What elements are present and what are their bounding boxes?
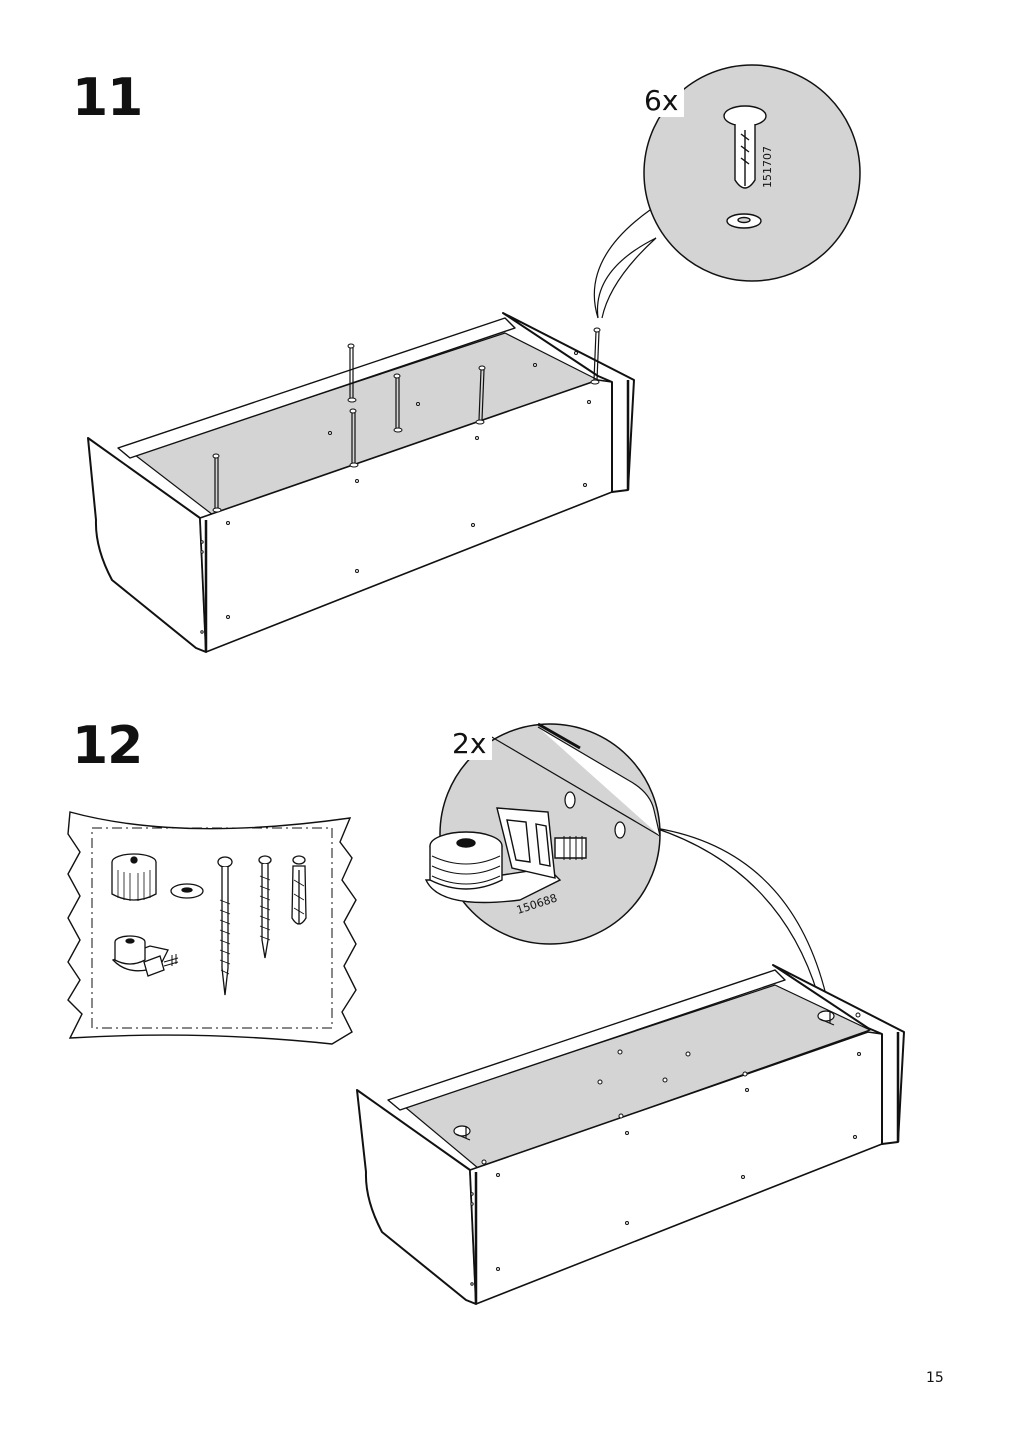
step-11-callout: 151707 (593, 64, 861, 319)
leveling-foot-icon (424, 807, 587, 904)
page-number: 15 (926, 1370, 944, 1386)
long-screw-icon (217, 856, 233, 996)
part-number-151707: 151707 (761, 146, 774, 188)
step-11-quantity: 6x (638, 84, 685, 117)
washer-icon (726, 213, 762, 229)
step-11-cabinet (87, 312, 635, 653)
parts-bag (67, 811, 357, 1045)
wall-plug-icon (291, 855, 307, 925)
step-12-number: 12 (72, 716, 143, 776)
step-12-cabinet (356, 964, 905, 1305)
dowel-icon (723, 105, 767, 189)
leveling-foot-icon (111, 935, 179, 977)
step-12-quantity: 2x (446, 727, 493, 760)
step-12-callout: 150688 (424, 722, 827, 996)
knurled-cap-icon (111, 853, 157, 901)
short-screw-icon (258, 855, 272, 959)
step-11-number: 11 (72, 68, 143, 128)
washer-icon (170, 883, 204, 899)
